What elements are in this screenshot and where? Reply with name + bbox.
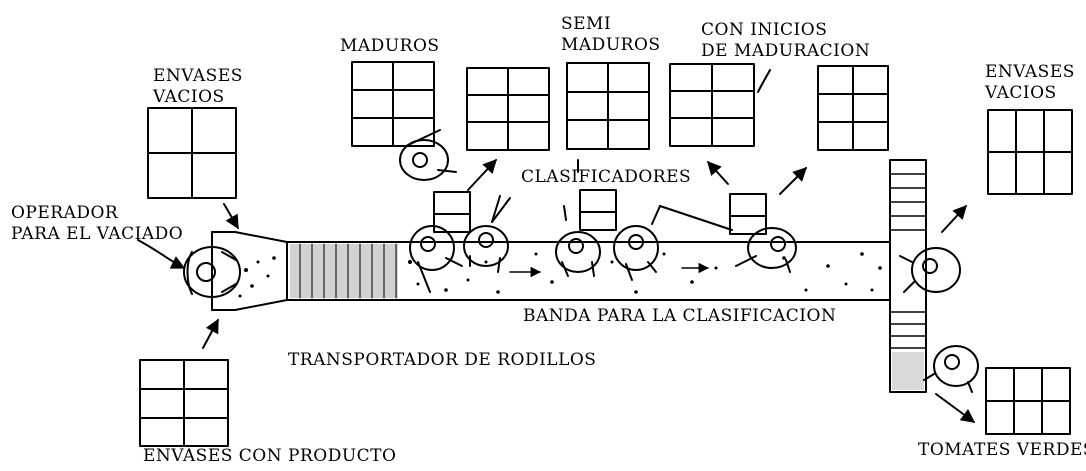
crate-extra bbox=[817, 65, 889, 151]
label-envases-vacios-right: ENVASES VACIOS bbox=[985, 62, 1075, 103]
crate-maduros-2 bbox=[466, 67, 550, 151]
crate-empty-right bbox=[987, 109, 1073, 195]
worker-sorter-5 bbox=[735, 227, 797, 273]
label-con-inicios-de-maduracion: CON INICIOS DE MADURACION bbox=[701, 20, 871, 61]
label-semi-maduros: SEMI MADUROS bbox=[561, 14, 661, 55]
sorter-crate-3 bbox=[729, 193, 767, 235]
worker-tomates-verdes bbox=[923, 345, 979, 393]
label-operador-para-el-vaciado: OPERADOR PARA EL VACIADO bbox=[11, 203, 184, 244]
worker-sorter-1 bbox=[409, 225, 463, 293]
label-tomates-verdes: TOMATES VERDES bbox=[918, 440, 1086, 460]
roller-conveyor bbox=[211, 231, 411, 311]
tomato-dots bbox=[238, 252, 882, 298]
label-transportador-de-rodillos: TRANSPORTADOR DE RODILLOS bbox=[288, 350, 597, 370]
worker-envases-vacios bbox=[899, 247, 961, 293]
sorter-crate-2 bbox=[579, 189, 617, 231]
arrows bbox=[137, 69, 976, 423]
label-envases-con-producto: ENVASES CON PRODUCTO bbox=[143, 446, 397, 466]
crate-semi-maduros bbox=[566, 62, 650, 150]
worker-maduros bbox=[399, 129, 457, 181]
crate-con-inicios bbox=[669, 63, 755, 147]
worker-sorter-3 bbox=[555, 231, 601, 277]
label-envases-vacios-left: ENVASES VACIOS bbox=[153, 66, 243, 107]
label-banda-para-la-clasificacion: BANDA PARA LA CLASIFICACION bbox=[523, 306, 837, 326]
sorting-belt bbox=[409, 241, 891, 301]
crate-green-tomatoes bbox=[985, 367, 1071, 435]
crate-with-product bbox=[139, 359, 229, 447]
worker-dumping-operator bbox=[183, 246, 241, 298]
label-maduros: MADUROS bbox=[340, 36, 440, 56]
crate-empty-left bbox=[147, 107, 237, 199]
worker-sorter-2 bbox=[463, 225, 509, 273]
worker-sorter-4 bbox=[613, 225, 659, 281]
vertical-rollers bbox=[889, 159, 927, 393]
label-clasificadores: CLASIFICADORES bbox=[521, 167, 692, 187]
crate-maduros-1 bbox=[351, 61, 435, 147]
flow-arrows bbox=[509, 262, 710, 278]
sorter-crate-1 bbox=[433, 191, 471, 233]
